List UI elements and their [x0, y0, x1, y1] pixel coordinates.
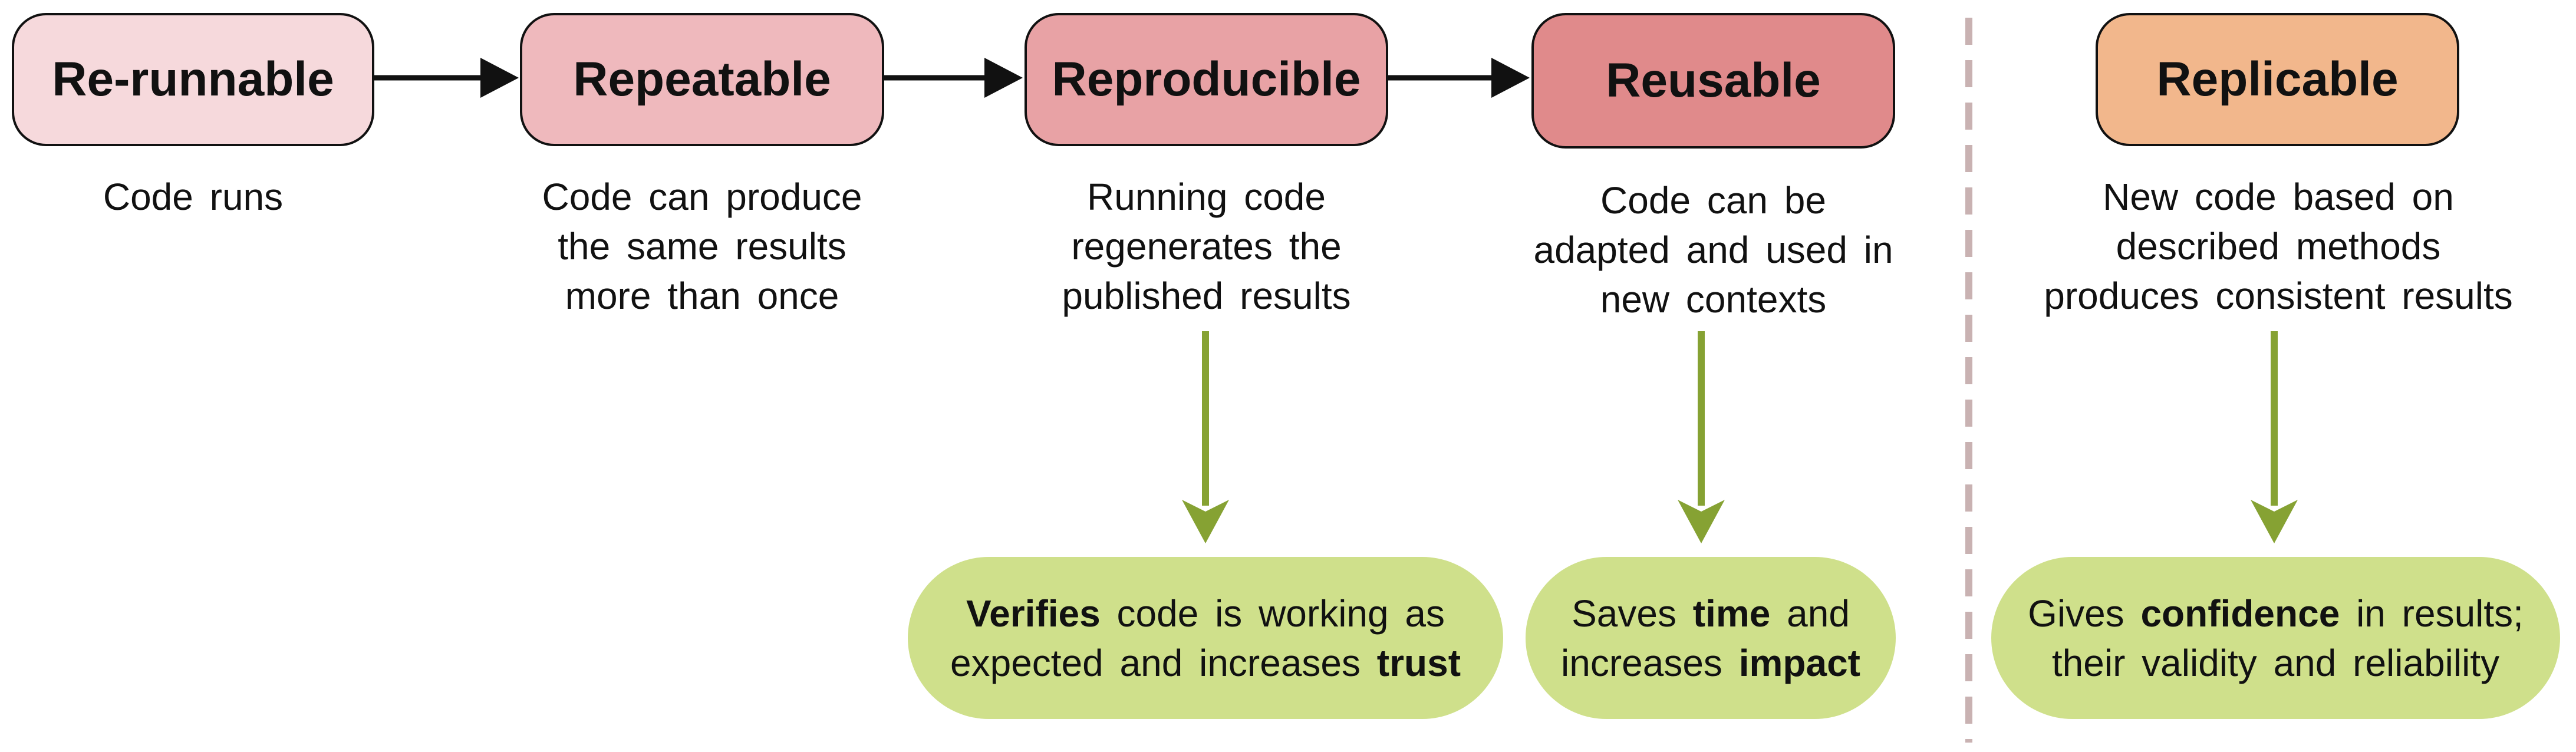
description-line: described methods — [2116, 225, 2441, 268]
description-line: adapted and used in — [1533, 229, 1893, 271]
benefit-replicable: Gives confidence in results; their valid… — [1991, 557, 2560, 719]
description-reproducible: Running code regenerates the published r… — [1001, 172, 1412, 321]
benefit-keyword: time — [1692, 592, 1771, 635]
description-line: New code based on — [2103, 176, 2454, 218]
stage-reproducible: Reproducible — [1025, 13, 1388, 146]
benefit-line: increases impact — [1561, 641, 1860, 684]
description-line: produces consistent results — [2044, 275, 2513, 317]
stage-label: Reproducible — [1052, 52, 1361, 106]
description-reusable: Code can be adapted and used in new cont… — [1496, 176, 1931, 324]
stage-label: Replicable — [2156, 52, 2399, 106]
benefit-line: Saves time and — [1572, 592, 1850, 635]
flow-arrow-repeatable-reproducible — [884, 58, 1023, 98]
description-rerunnable: Code runs — [12, 172, 374, 222]
description-line: published results — [1062, 275, 1351, 317]
flow-arrow-reproducible-reusable — [1388, 58, 1530, 98]
benefit-keyword: impact — [1738, 641, 1860, 684]
stage-label: Reusable — [1606, 54, 1821, 107]
description-replicable: New code based on described methods prod… — [2004, 172, 2552, 321]
description-line: more than once — [565, 275, 839, 317]
stage-label: Re-runnable — [52, 52, 334, 106]
green-arrow-reproducible — [1182, 331, 1229, 543]
description-line: regenerates the — [1071, 225, 1342, 268]
description-line: new contexts — [1600, 278, 1827, 321]
green-arrow-replicable — [2251, 331, 2298, 543]
benefit-line: Verifies code is working as — [966, 592, 1445, 635]
benefit-keyword: Verifies — [966, 592, 1101, 635]
stage-rerunnable: Re-runnable — [12, 13, 374, 146]
benefit-keyword: confidence — [2140, 592, 2340, 635]
benefit-line: their validity and reliability — [2051, 641, 2500, 684]
stage-reusable: Reusable — [1531, 13, 1895, 149]
description-line: the same results — [558, 225, 846, 268]
benefit-line: Gives confidence in results; — [2028, 592, 2524, 635]
benefit-line: expected and increases trust — [950, 641, 1461, 684]
description-line: Code runs — [103, 176, 284, 218]
benefit-reusable: Saves time and increases impact — [1526, 557, 1896, 719]
benefit-reproducible: Verifies code is working as expected and… — [908, 557, 1503, 719]
description-repeatable: Code can produce the same results more t… — [496, 172, 908, 321]
description-line: Code can be — [1600, 179, 1826, 222]
benefit-keyword: trust — [1376, 641, 1461, 684]
flow-arrow-rerunnable-repeatable — [374, 58, 519, 98]
green-arrow-reusable — [1678, 331, 1725, 543]
description-line: Code can produce — [542, 176, 862, 218]
stage-label: Repeatable — [573, 52, 831, 106]
stage-repeatable: Repeatable — [520, 13, 884, 146]
description-line: Running code — [1087, 176, 1326, 218]
stage-replicable: Replicable — [2096, 13, 2459, 146]
